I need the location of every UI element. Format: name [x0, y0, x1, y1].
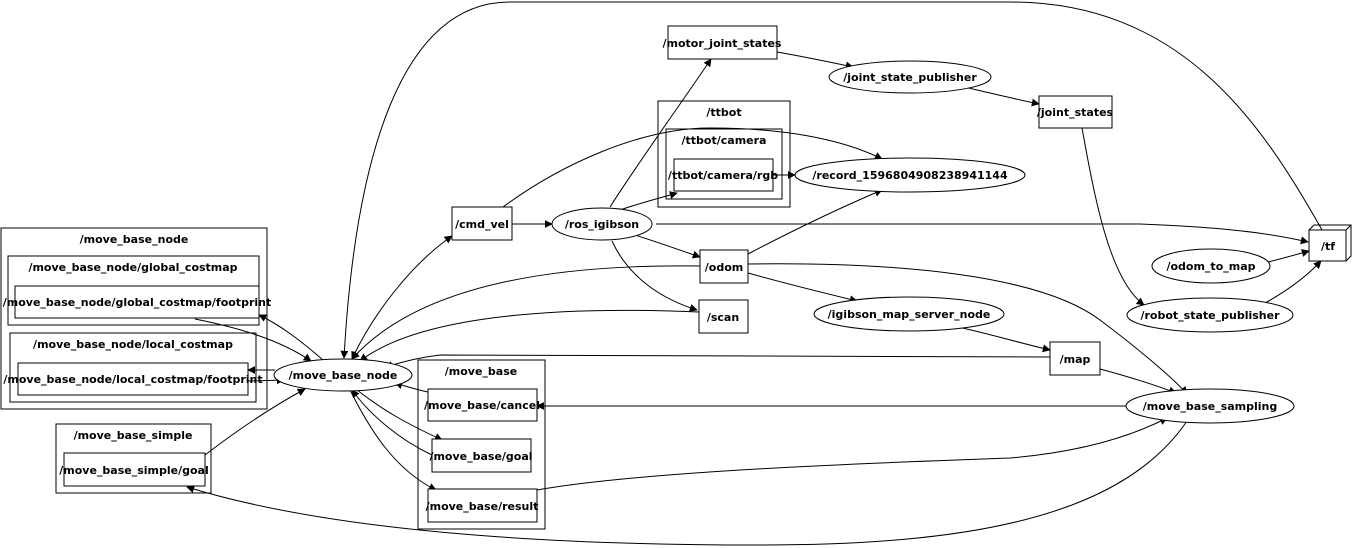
node-joint-state-publisher[interactable]: /joint_state_publisher: [828, 60, 992, 94]
topic-label: /move_base/result: [426, 500, 539, 513]
topic-label: /cmd_vel: [455, 218, 509, 231]
edge-robot-state-publisher-to-tf: [1264, 260, 1322, 304]
node-move-base-node[interactable]: /move_base_node: [273, 358, 413, 392]
node-label: /move_base_sampling: [1143, 400, 1278, 413]
topic-label: /tf: [1321, 240, 1335, 253]
topic-scan[interactable]: /scan: [698, 299, 749, 334]
topic-motor-joint-states[interactable]: /motor_joint_states: [663, 25, 782, 60]
edge-tf-to-move-base-node: [340, 1, 1323, 359]
node-label: /robot_state_publisher: [1140, 309, 1280, 322]
topic-label: /move_base/cancel: [424, 399, 540, 412]
cluster-move-base-simple: /move_base_simple: [55, 423, 212, 494]
cluster-local-costmap: /move_base_node/local_costmap: [9, 332, 257, 403]
cluster-move-base: /move_base: [417, 359, 546, 530]
edge-ros-igibson-to-tf: [656, 223, 1309, 245]
topic-map[interactable]: /map: [1049, 341, 1101, 376]
topic-label: /scan: [707, 311, 739, 324]
cluster-label: /move_base_node: [80, 233, 189, 246]
node-odom-to-map[interactable]: /odom_to_map: [1151, 248, 1271, 284]
topic-label: /move_base_simple/goal: [59, 464, 209, 477]
node-move-base-sampling[interactable]: /move_base_sampling: [1125, 388, 1295, 424]
edge-global-footprint-to-move-base-node: [194, 318, 312, 362]
node-record[interactable]: /record_1596804908238941144: [794, 157, 1026, 193]
topic-label: /joint_states: [1037, 106, 1114, 119]
edge-odom-to-map-to-tf: [1267, 249, 1310, 263]
edge-simple-goal-to-move-base-node: [204, 388, 306, 456]
edge-ros-igibson-to-camera-rgb: [619, 191, 678, 211]
edge-scan-to-move-base-node: [359, 309, 700, 362]
edge-ros-igibson-to-motor-joint-states: [609, 58, 712, 208]
node-label: /igibson_map_server_node: [828, 308, 991, 321]
edge-igibson-map-server-to-map: [957, 326, 1051, 353]
edge-cmd-vel-to-record: [502, 127, 883, 208]
cluster-label: /move_base_node/local_costmap: [33, 338, 233, 351]
edge-joint-state-publisher-to-joint-states: [959, 85, 1040, 107]
topic-label: /map: [1060, 353, 1091, 366]
edge-result-to-move-base-sampling: [536, 417, 1168, 491]
topic-label: /odom: [705, 261, 743, 274]
edge-motor-joint-states-to-joint-state-publisher: [776, 51, 854, 70]
node-label: /joint_state_publisher: [843, 71, 977, 84]
edge-ros-igibson-to-scan: [611, 240, 698, 312]
cluster-label: /move_base_simple: [74, 429, 193, 442]
topic-tf[interactable]: /tf: [1308, 224, 1352, 262]
topic-label: /ttbot/camera/rgb: [668, 169, 778, 182]
node-robot-state-publisher[interactable]: /robot_state_publisher: [1126, 297, 1294, 333]
topic-cmd-vel[interactable]: /cmd_vel: [451, 206, 513, 241]
topic-label: /motor_joint_states: [663, 37, 782, 50]
node-label: /move_base_node: [289, 369, 398, 382]
edge-goal-to-move-base-node: [351, 389, 433, 456]
topic-odom[interactable]: /odom: [699, 249, 749, 284]
cluster-label: /ttbot: [706, 106, 741, 119]
topic-label: /move_base/goal: [429, 450, 532, 463]
edge-ros-igibson-to-odom: [631, 233, 701, 259]
cluster-ttbot-camera: /ttbot/camera: [665, 128, 783, 200]
edge-odom-to-move-base-sampling: [747, 263, 1188, 395]
topic-move-base-cancel[interactable]: /move_base/cancel: [424, 388, 540, 422]
node-label: /odom_to_map: [1166, 260, 1255, 273]
edge-odom-to-move-base-node: [351, 265, 701, 360]
topic-move-base-goal[interactable]: /move_base/goal: [429, 438, 533, 473]
edge-move-base-node-to-goal: [356, 389, 443, 441]
cluster-label: /move_base_node/global_costmap: [28, 261, 237, 274]
node-label: /record_1596804908238941144: [812, 169, 1008, 182]
cluster-label: /move_base: [445, 365, 517, 378]
topic-global-footprint[interactable]: /move_base_node/global_costmap/footprint: [3, 285, 271, 319]
topic-local-footprint[interactable]: /move_base_node/local_costmap/footprint: [3, 362, 263, 396]
edge-joint-states-to-robot-state-publisher: [1081, 127, 1145, 306]
edge-move-base-node-to-cmd-vel: [351, 235, 453, 360]
cluster-label: /ttbot/camera: [682, 134, 767, 147]
edges: [186, 1, 1323, 546]
topic-label: /move_base_node/global_costmap/footprint: [3, 296, 271, 309]
topic-camera-rgb[interactable]: /ttbot/camera/rgb: [668, 158, 778, 192]
edge-odom-to-igibson-map-server: [747, 272, 858, 304]
cluster-ttbot: /ttbot: [657, 100, 791, 208]
edge-move-base-sampling-to-simple-goal: [186, 420, 1188, 546]
topic-simple-goal[interactable]: /move_base_simple/goal: [59, 452, 209, 487]
topic-label: /move_base_node/local_costmap/footprint: [3, 373, 262, 386]
edge-move-base-node-to-result: [349, 389, 437, 491]
node-ros-igibson[interactable]: /ros_igibson: [551, 207, 653, 241]
node-igibson-map-server[interactable]: /igibson_map_server_node: [813, 296, 1005, 332]
topic-joint-states[interactable]: /joint_states: [1037, 95, 1114, 129]
edge-odom-to-record: [747, 189, 883, 255]
tf-box-3d-edge: [1308, 224, 1352, 262]
node-label: /ros_igibson: [565, 218, 639, 231]
edge-move-base-node-to-global-footprint: [258, 314, 324, 361]
topic-move-base-result[interactable]: /move_base/result: [426, 488, 539, 523]
